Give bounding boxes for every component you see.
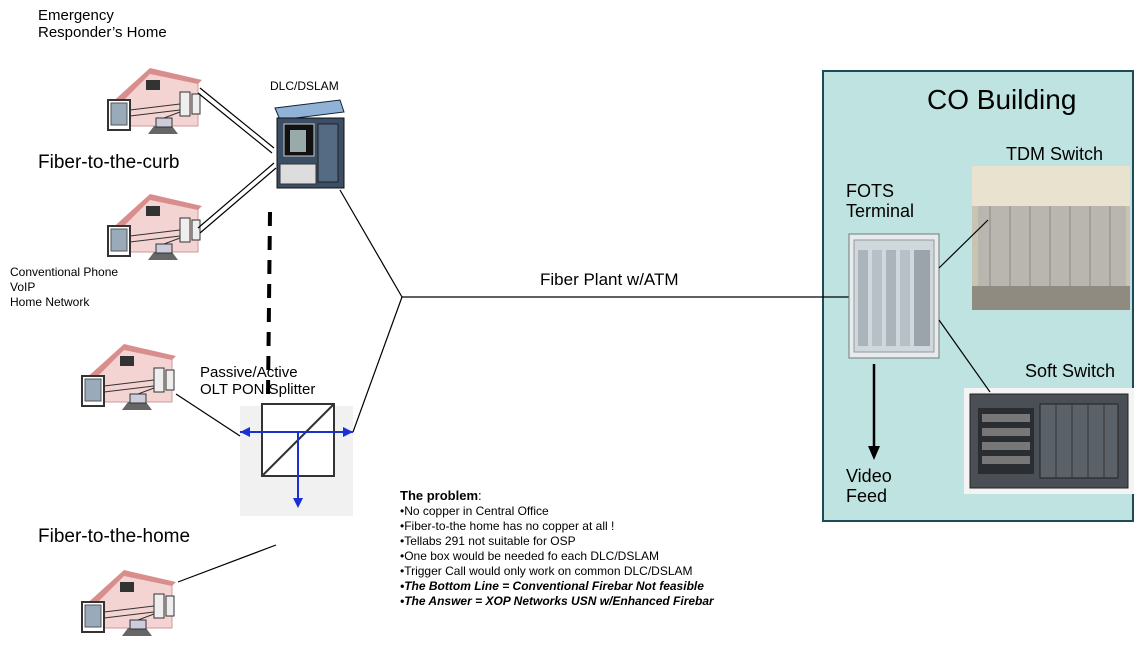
fiber-plant-label: Fiber Plant w/ATM	[540, 270, 679, 289]
home2-dlc-line-b	[197, 162, 275, 229]
soft-switch-label: Soft Switch	[1025, 361, 1116, 381]
soft-switch-image	[964, 388, 1134, 494]
home4-splitter-line	[177, 544, 277, 583]
problem-statement: The problem: No copper in Central Office…	[400, 488, 714, 609]
fots-tdm-line	[938, 219, 989, 269]
home2-dlc-line-a	[199, 167, 277, 234]
problem-heading-colon: :	[478, 488, 482, 503]
service-item: Conventional Phone	[10, 265, 119, 279]
problem-heading: The problem:	[400, 488, 714, 504]
home-label: Emergency Responder’s Home	[38, 7, 167, 41]
splitter-label-line: Passive/Active	[200, 364, 298, 381]
bottom-line-item: The Bottom Line = Conventional Firebar N…	[400, 579, 714, 594]
service-item: VoIP	[10, 280, 36, 294]
tdm-switch-image	[972, 166, 1130, 310]
pon-splitter-icon	[240, 403, 353, 516]
video-label-line: Video	[846, 466, 892, 486]
service-item: Home Network	[10, 295, 90, 309]
video-label-line: Feed	[846, 486, 888, 506]
tdm-switch-label: TDM Switch	[1006, 144, 1104, 164]
services-list: Conventional Phone VoIP Home Network	[10, 265, 118, 310]
fots-terminal-label: FOTS Terminal	[846, 181, 914, 221]
home-2-illustration	[107, 193, 203, 261]
co-building-title: CO Building	[927, 84, 1077, 115]
home1-dlc-line-b	[197, 92, 273, 154]
dashed-connection	[266, 211, 272, 396]
home-4-illustration	[81, 569, 177, 637]
problem-list: No copper in Central Office Fiber-to-the…	[400, 504, 714, 609]
splitter-label: Passive/Active OLT PON Splitter	[200, 364, 315, 398]
video-feed-arrowhead	[868, 446, 880, 460]
fttc-label: Fiber-to-the-curb	[38, 152, 180, 173]
dlc-junction-line	[339, 189, 403, 298]
dlc-label: DLC/DSLAM	[270, 79, 339, 93]
home1-dlc-line-a	[199, 87, 275, 149]
answer-item: The Answer = XOP Networks USN w/Enhanced…	[400, 594, 714, 609]
problem-item: One box would be needed fo each DLC/DSLA…	[400, 549, 714, 564]
fots-terminal-icon	[848, 233, 940, 359]
problem-item: Tellabs 291 not suitable for OSP	[400, 534, 714, 549]
splitter-label-line: OLT PON Splitter	[200, 381, 316, 398]
fots-label-line: FOTS	[846, 181, 894, 201]
video-feed-label: Video Feed	[846, 466, 892, 506]
problem-item: Trigger Call would only work on common D…	[400, 564, 714, 579]
problem-heading-text: The problem	[400, 488, 479, 503]
home-3-illustration	[81, 343, 177, 411]
problem-item: Fiber-to-the home has no copper at all !	[400, 519, 714, 534]
dlc-dslam-cabinet-icon	[274, 99, 345, 189]
ftth-label: Fiber-to-the-home	[38, 526, 191, 547]
home3-splitter-line	[175, 393, 241, 437]
problem-item: No copper in Central Office	[400, 504, 714, 519]
splitter-junction-line	[352, 296, 403, 433]
fots-soft-line	[938, 319, 991, 393]
fots-label-line: Terminal	[846, 201, 915, 221]
home-1-illustration	[107, 67, 203, 135]
